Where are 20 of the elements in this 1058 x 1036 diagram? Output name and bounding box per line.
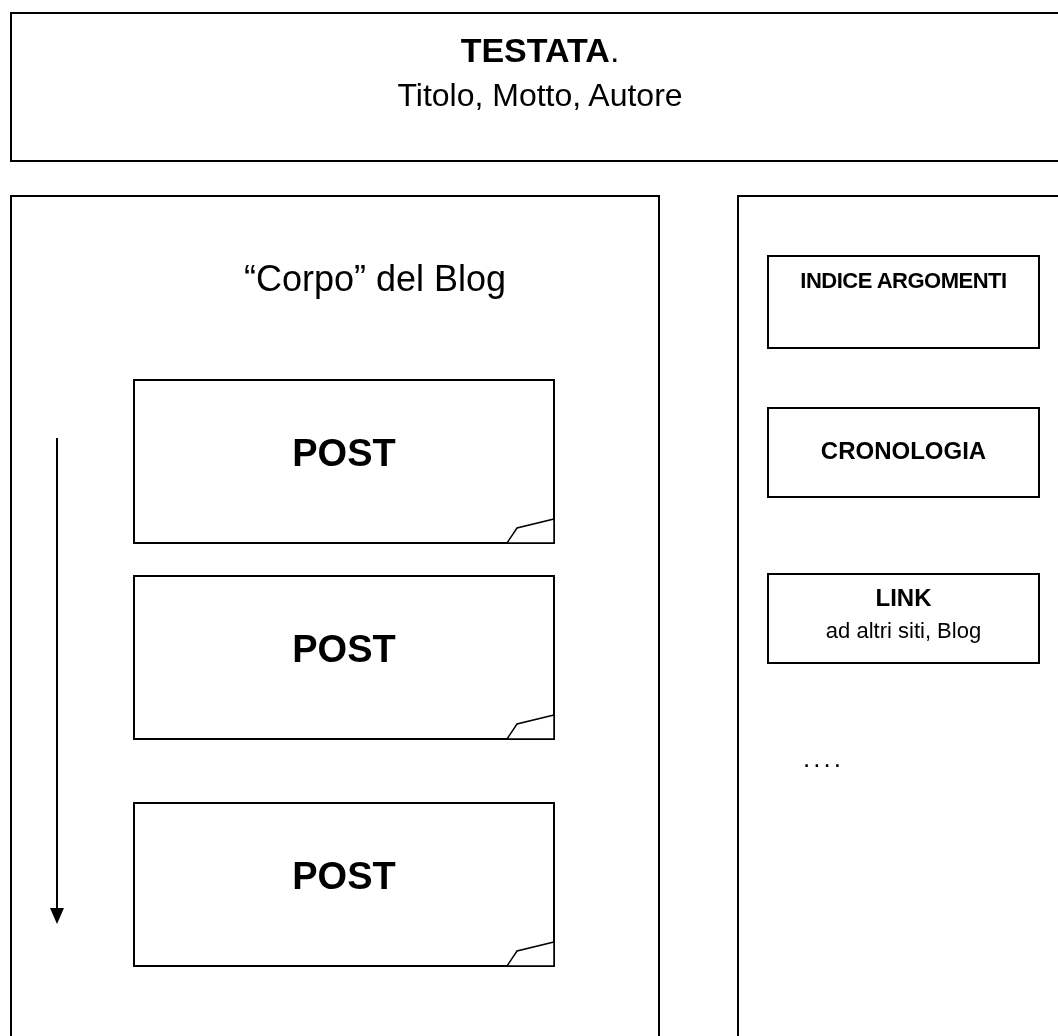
section-label: CRONOLOGIA — [819, 438, 988, 465]
header-subtitle: Titolo, Motto, Autore — [396, 78, 684, 114]
post-label: POST — [291, 629, 397, 671]
sidebar-panel — [737, 195, 1058, 1036]
header-title: TESTATA. — [459, 32, 621, 70]
post-card — [133, 575, 555, 740]
post-label: POST — [291, 433, 397, 475]
ellipsis-text: .... — [803, 743, 844, 774]
header-box — [10, 12, 1058, 162]
post-card — [133, 802, 555, 967]
panel-title: “Corpo” del Blog — [242, 259, 508, 299]
post-card — [133, 379, 555, 544]
section-label: LINK — [874, 585, 933, 612]
sidebar-box — [767, 573, 1040, 664]
sidebar-box — [767, 407, 1040, 498]
sidebar-box — [767, 255, 1040, 349]
section-description: ad altri siti, Blog — [824, 619, 983, 644]
section-label: INDICE ARGOMENTI — [799, 269, 1008, 294]
post-label: POST — [291, 856, 397, 898]
content-panel — [10, 195, 660, 1036]
